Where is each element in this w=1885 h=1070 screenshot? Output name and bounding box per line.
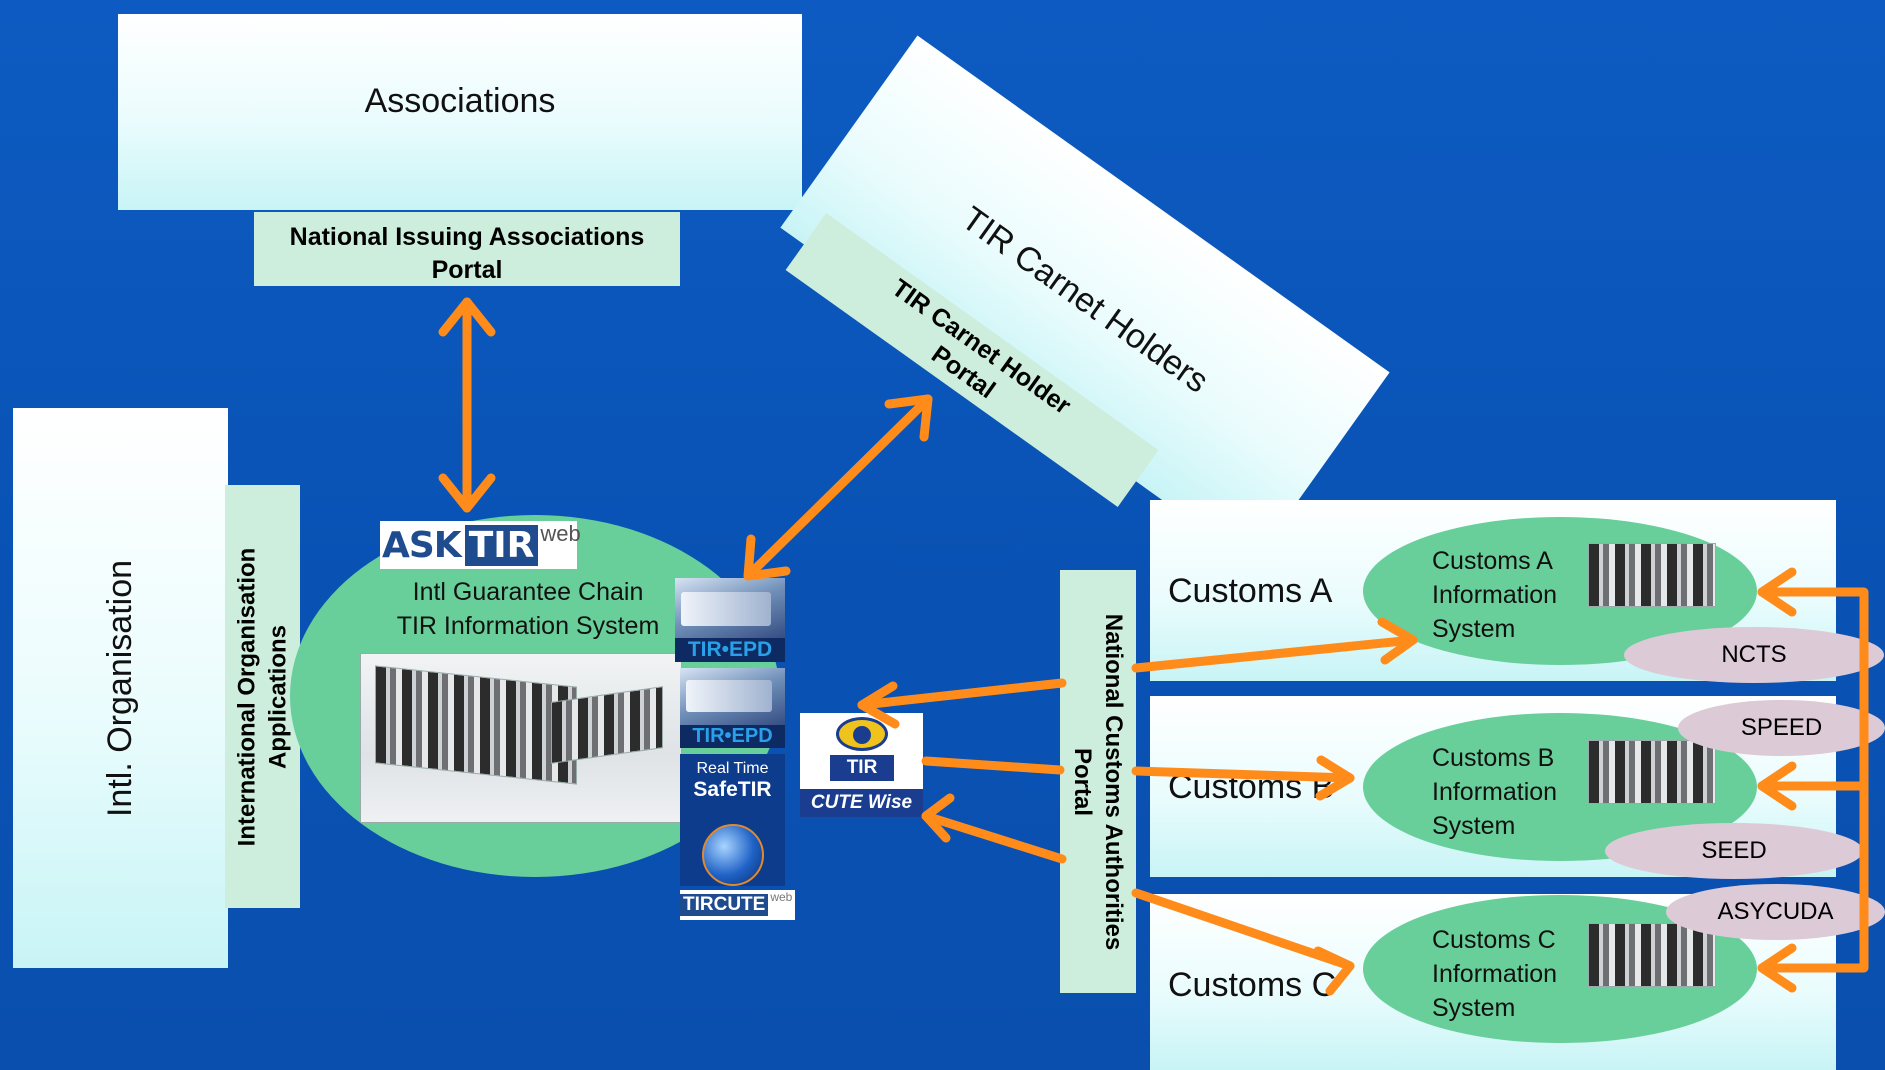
asktir-tir: TIR: [464, 524, 539, 566]
cute-wise-tir: TIR: [830, 755, 894, 781]
safetir-top: Real Time: [696, 760, 769, 777]
intl-organisation-title: Intl. Organisation: [101, 559, 139, 817]
center-title: Intl Guarantee Chain TIR Information Sys…: [378, 575, 678, 643]
server-racks-left: [375, 665, 577, 785]
ncts-pill: NCTS: [1624, 627, 1884, 683]
intl-organisation-box: Intl. Organisation: [13, 408, 228, 968]
asycuda-pill: ASYCUDA: [1666, 884, 1885, 940]
speed-pill: SPEED: [1678, 700, 1885, 756]
customs-a-sys3: System: [1432, 615, 1516, 643]
arrow-portal-to-cutewise-2: [921, 811, 1067, 864]
tircute-web: web: [770, 890, 793, 904]
customs-portal-line1: National Customs Authorities: [1100, 613, 1127, 950]
intl-apps-line1: International Organisation: [233, 547, 261, 846]
tircute-label: TIRCUTE: [680, 894, 769, 916]
asktir-web: web: [540, 521, 581, 546]
asktir-ask: ASK: [382, 524, 462, 566]
asycuda-label: ASYCUDA: [1717, 898, 1834, 925]
arrowhead-holder: [884, 394, 933, 442]
customs-b-label: Customs B: [1168, 768, 1335, 806]
safetir-main: SafeTIR: [693, 778, 772, 801]
customs-c-label: Customs C: [1168, 966, 1337, 1004]
customs-b-system-text: Customs B Information System: [1432, 741, 1557, 843]
arrow-cutewise-to-portal: [921, 756, 1065, 775]
globe-icon: [702, 824, 764, 886]
tir-epd-label-2: TIR•EPD: [680, 725, 785, 748]
cute-wise-logo[interactable]: TIR CUTE Wise: [800, 713, 923, 817]
center-line1: Intl Guarantee Chain: [412, 578, 644, 606]
intl-apps-label: International Organisation Applications: [232, 547, 294, 846]
speed-label: SPEED: [1740, 714, 1823, 741]
arrow-portal-to-cutewise: [857, 678, 1067, 710]
customs-c-system-text: Customs C Information System: [1432, 923, 1557, 1025]
truck-shape: [681, 592, 771, 626]
customs-c-sys3: System: [1432, 994, 1516, 1022]
customs-b-sys1: Customs B: [1432, 744, 1555, 772]
customs-a-system-text: Customs A Information System: [1432, 544, 1557, 646]
customs-a-label: Customs A: [1168, 572, 1333, 610]
customs-a-server-image: [1588, 543, 1716, 607]
associations-box: Associations: [118, 14, 802, 210]
tir-epd-logo-2[interactable]: TIR•EPD: [680, 668, 785, 748]
issuing-portal-line1: National Issuing Associations: [289, 223, 645, 251]
issuing-associations-portal: National Issuing Associations Portal: [254, 212, 680, 286]
issuing-portal-line2: Portal: [431, 256, 503, 284]
cute-wise-label: CUTE Wise: [800, 789, 923, 817]
datacenter-image: [360, 653, 682, 823]
center-line2: TIR Information System: [396, 612, 660, 640]
customs-a-sys1: Customs A: [1432, 547, 1553, 575]
tircute-web-logo[interactable]: TIRCUTE web: [680, 890, 795, 920]
customs-portal-label: National Customs Authorities Portal: [1067, 613, 1129, 949]
customs-c-server-image: [1588, 923, 1716, 987]
customs-c-sys1: Customs C: [1432, 926, 1556, 954]
customs-b-sys2: Information: [1432, 778, 1558, 806]
seed-label: SEED: [1701, 837, 1767, 864]
safetir-logo[interactable]: Real Time SafeTIR: [680, 754, 785, 886]
intl-apps-line2: Applications: [264, 624, 292, 769]
customs-b-sys3: System: [1432, 812, 1516, 840]
arrowhead-cutewise-2: [921, 793, 955, 843]
ncts-label: NCTS: [1721, 641, 1787, 668]
seed-pill: SEED: [1605, 823, 1863, 879]
arrowhead-system: [743, 534, 791, 581]
customs-portal-line2: Portal: [1069, 747, 1096, 816]
customs-c-sys2: Information: [1432, 960, 1558, 988]
customs-a-sys2: Information: [1432, 581, 1558, 609]
eye-icon: [836, 717, 888, 751]
customs-b-server-image: [1588, 740, 1716, 804]
customs-authorities-portal: National Customs Authorities Portal: [1060, 570, 1136, 993]
tir-epd-label-1: TIR•EPD: [675, 638, 785, 662]
asktir-web-logo[interactable]: ASK TIR web: [380, 521, 581, 569]
tir-epd-logo-1[interactable]: TIR•EPD: [675, 578, 785, 662]
intl-org-applications-portal: International Organisation Applications: [225, 485, 300, 908]
arrowhead-down: [438, 473, 496, 513]
associations-title: Associations: [364, 81, 556, 120]
arrow-system-to-holder-portal: [743, 394, 933, 581]
arrowhead-up: [438, 297, 496, 337]
truck-shape-2: [686, 680, 772, 712]
